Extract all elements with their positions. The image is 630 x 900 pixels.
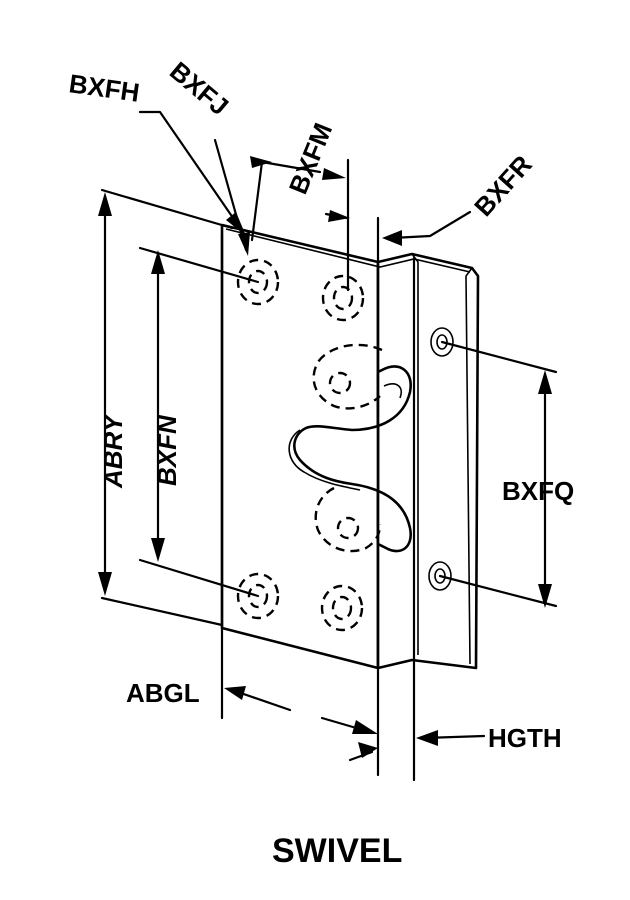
label-bxfh: BXFH <box>67 68 141 108</box>
label-bxfr: BXFR <box>468 149 538 222</box>
dimension-lines <box>98 110 558 782</box>
mounting-holes <box>236 258 454 632</box>
side-flange <box>376 252 480 670</box>
label-hgth: HGTH <box>488 723 562 753</box>
diagram-title: SWIVEL <box>272 832 402 870</box>
label-bxfq: BXFQ <box>502 476 574 506</box>
label-bxfm: BXFM <box>283 119 338 199</box>
label-bxfn: BXFN <box>152 414 182 486</box>
label-bxfj: BXFJ <box>164 56 234 122</box>
label-abry: ABRY <box>98 412 128 489</box>
hook-tongue <box>293 365 412 553</box>
latch-part <box>220 223 480 670</box>
hidden-swivel-outline <box>312 343 383 410</box>
label-abgl: ABGL <box>126 678 200 708</box>
